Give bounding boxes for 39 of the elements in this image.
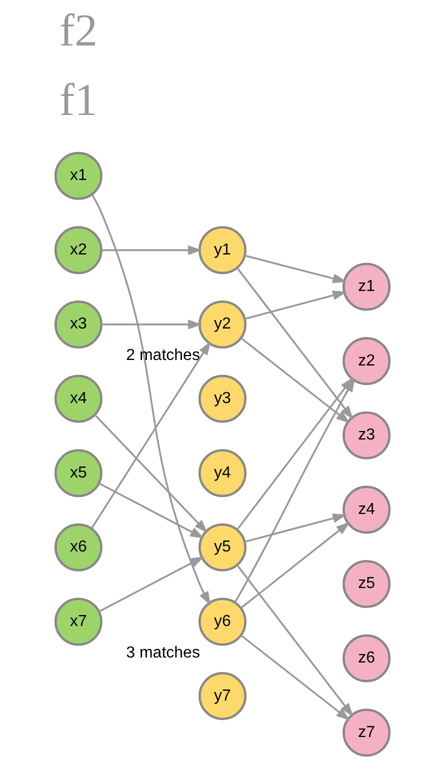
- node-circle: z3: [342, 411, 390, 460]
- node-label: 2 matches: [126, 347, 200, 364]
- node-circle: z7: [342, 708, 390, 757]
- node-circle: z5: [342, 560, 390, 608]
- node-circle: x6: [54, 523, 102, 572]
- arrow: [90, 194, 210, 606]
- node-circle: z6: [342, 634, 390, 682]
- node-circle: x1: [54, 152, 102, 200]
- node-circle: y4: [198, 449, 246, 498]
- node-circle: x3: [54, 300, 102, 348]
- arrow: [240, 337, 350, 424]
- node-circle: x4: [54, 374, 102, 423]
- node-circle: x7: [54, 598, 102, 646]
- label: f1: [58, 74, 97, 126]
- node-circle: y5: [198, 523, 246, 572]
- arrow: [100, 245, 202, 256]
- label: f2: [58, 4, 97, 56]
- arrow: [240, 522, 350, 609]
- node-circle: x2: [54, 226, 102, 274]
- node-circle: z4: [342, 486, 390, 534]
- node-circle: y2: [198, 300, 246, 348]
- arrow: [98, 482, 204, 538]
- arrow: [98, 556, 204, 612]
- node-circle: z2: [342, 337, 390, 386]
- arrow: [244, 290, 346, 320]
- arrow: [100, 320, 202, 330]
- node-circle: y7: [198, 672, 246, 720]
- arrow: [94, 414, 208, 534]
- arrow: [236, 564, 353, 717]
- node-circle: y6: [198, 598, 246, 646]
- node-circle: y3: [198, 374, 246, 423]
- arrow: [244, 254, 346, 284]
- arrow: [240, 634, 350, 721]
- node-circle: x5: [54, 449, 102, 498]
- node-circle: z1: [342, 262, 390, 311]
- node-circle: y1: [198, 226, 246, 274]
- node-label: 3 matches: [126, 644, 200, 662]
- arrow: [90, 341, 210, 529]
- arrow: [244, 514, 346, 543]
